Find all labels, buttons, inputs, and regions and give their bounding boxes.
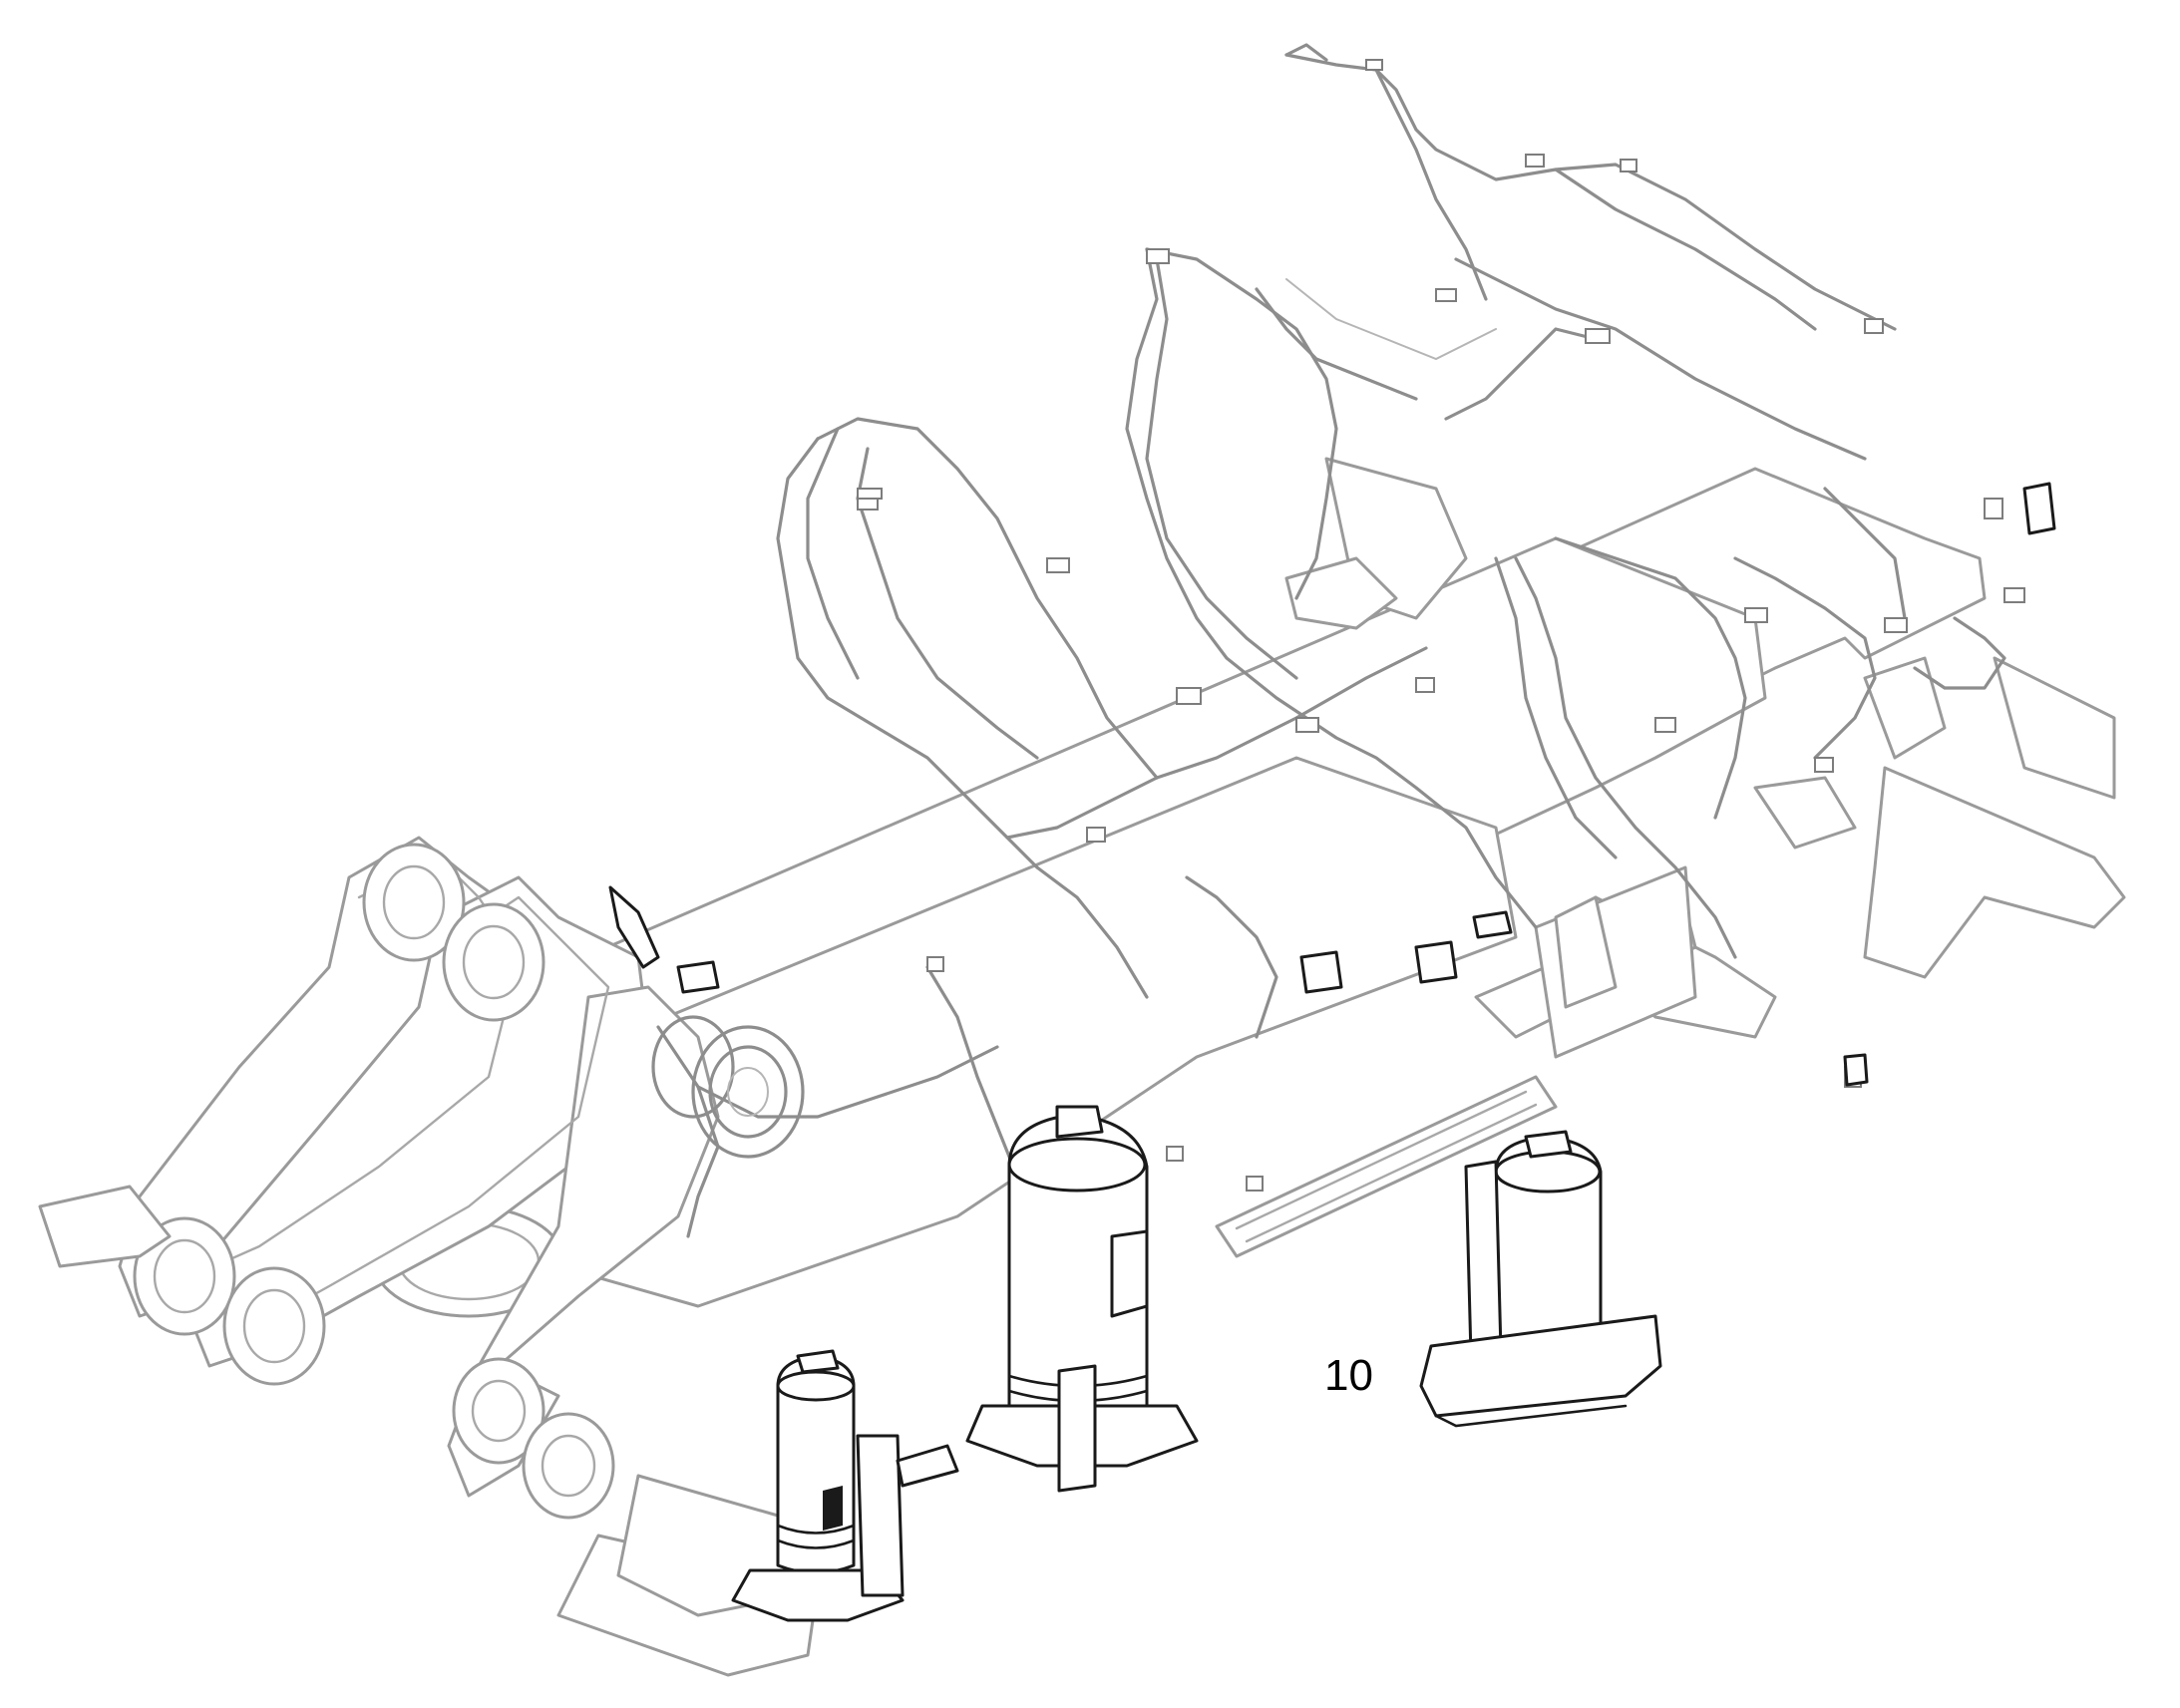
wiring-harness <box>651 43 2025 1238</box>
compressor-center <box>965 1105 1199 1493</box>
compressor-left <box>731 1349 959 1622</box>
machine-frame <box>38 457 2126 1677</box>
lever-brackets <box>608 482 2056 1087</box>
callout-label: 10 <box>1324 1351 1373 1400</box>
compressor-right <box>1419 1130 1662 1428</box>
